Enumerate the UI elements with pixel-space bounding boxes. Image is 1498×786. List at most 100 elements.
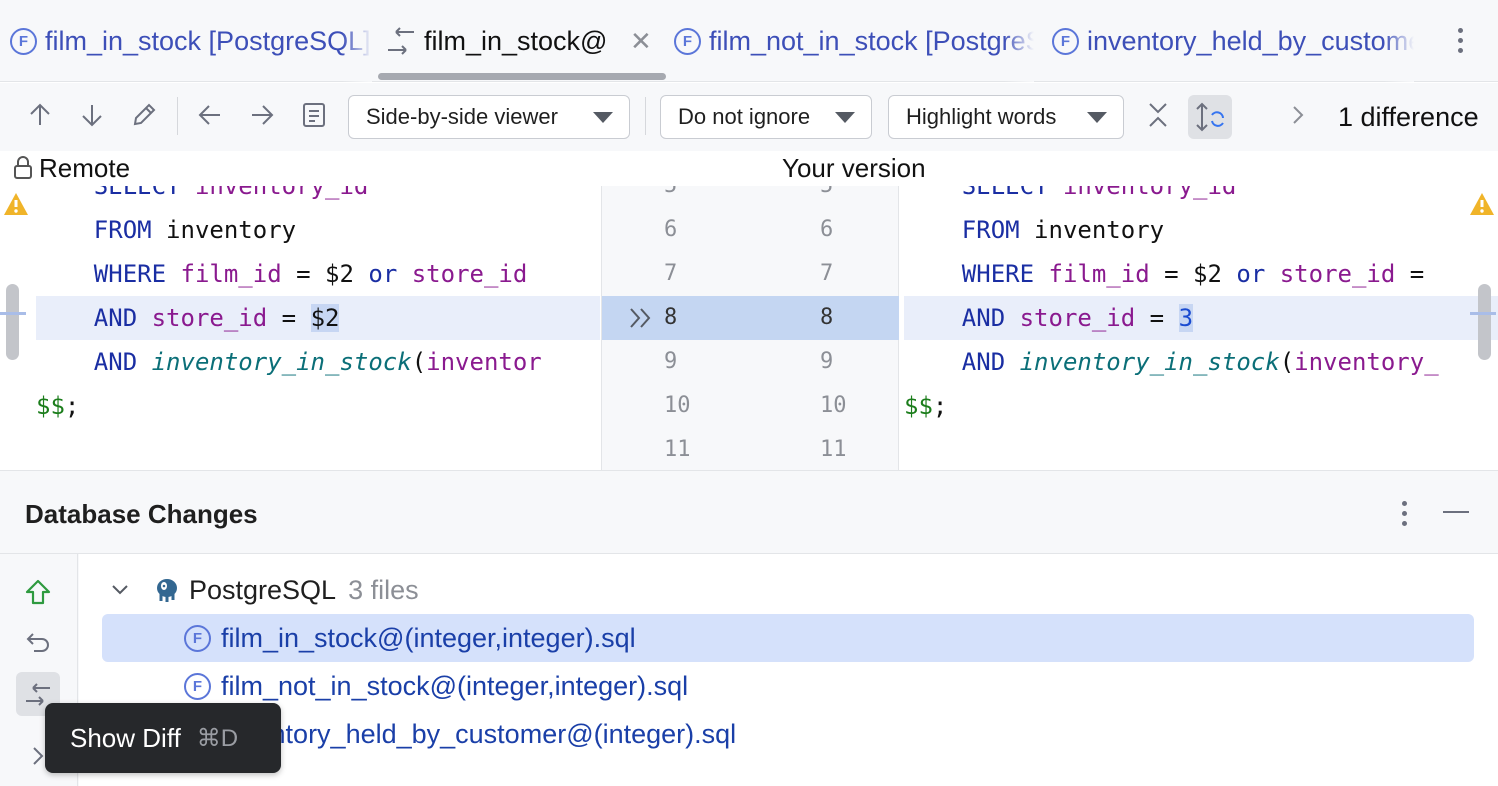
arrow-down-icon <box>82 105 102 127</box>
code-line: SELECT inventory_id <box>93 186 369 200</box>
whitespace-mode-value: Do not ignore <box>678 104 811 129</box>
right-code-editor[interactable]: SELECT inventory_id FROM inventory WHERE… <box>904 186 1498 470</box>
push-changes-button[interactable] <box>16 570 60 614</box>
arrow-left-icon <box>198 105 220 125</box>
code-line: FROM inventory <box>93 216 297 244</box>
right-change-marker <box>1470 312 1496 315</box>
changed-word: $2 <box>310 304 340 332</box>
code-line: FROM inventory <box>961 216 1165 244</box>
arrow-up-icon <box>30 103 50 125</box>
viewer-mode-select[interactable]: Side-by-side viewer <box>348 95 630 139</box>
active-tab-indicator <box>378 73 666 80</box>
tab-film-not-in-stock[interactable]: F film_not_in_stock [PostgreSQL] <box>674 0 1034 82</box>
code-line: SELECT inventory_id <box>961 186 1237 200</box>
file-name: inventory_held_by_customer@(integer).sql <box>221 718 737 749</box>
undo-icon <box>26 633 49 652</box>
file-name: film_not_in_stock@(integer,integer).sql <box>221 670 689 701</box>
next-change-button[interactable] <box>1280 95 1316 135</box>
changed-code-line: AND store_id = $2 <box>36 296 600 340</box>
document-list-icon <box>303 103 325 127</box>
expand-more-button[interactable] <box>16 734 60 778</box>
tab-film-in-stock-postgresql[interactable]: F film_in_stock [PostgreSQL] <box>10 0 372 82</box>
tab-label: film_in_stock@ <box>424 25 608 56</box>
show-diff-tooltip: Show Diff ⌘D <box>45 703 281 773</box>
left-scrollbar-thumb[interactable] <box>6 284 19 360</box>
panel-title: Database Changes <box>25 499 258 529</box>
diff-arrows-icon <box>388 27 414 55</box>
diff-arrows-icon <box>26 683 50 706</box>
tree-group-postgresql[interactable]: PostgreSQL 3 files <box>109 566 419 614</box>
tab-label: film_in_stock [PostgreSQL] <box>45 25 371 56</box>
tree-file-item[interactable]: F film_in_stock@(integer,integer).sql <box>102 614 1474 662</box>
tab-inventory-held-by-customer[interactable]: F inventory_held_by_customer <box>1052 0 1414 82</box>
warning-icon[interactable] <box>3 192 29 216</box>
tooltip-label: Show Diff <box>70 722 181 753</box>
chevron-down-icon[interactable] <box>109 579 131 601</box>
viewer-mode-value: Side-by-side viewer <box>366 104 558 129</box>
code-line: $$; <box>36 392 80 420</box>
tab-options-icon[interactable] <box>1456 28 1464 53</box>
function-icon: F <box>10 27 37 55</box>
lock-icon <box>14 156 32 179</box>
tooltip-shortcut: ⌘D <box>196 724 239 752</box>
edit-source-button[interactable] <box>126 95 162 135</box>
file-name: film_in_stock@(integer,integer).sql <box>221 622 636 653</box>
whitespace-mode-select[interactable]: Do not ignore <box>660 95 872 139</box>
code-line: $$; <box>904 392 948 420</box>
sync-scroll-toggle[interactable] <box>1188 95 1232 139</box>
code-line: AND inventory_in_stock(inventor <box>93 348 542 376</box>
function-icon: F <box>184 672 211 700</box>
difference-count: 1 difference <box>1338 102 1479 132</box>
right-scrollbar-thumb[interactable] <box>1478 284 1491 360</box>
compare-next-file-button[interactable] <box>244 95 280 135</box>
diff-toolbar: Side-by-side viewer Do not ignore Highli… <box>0 83 1498 151</box>
arrow-right-icon <box>252 105 274 125</box>
function-icon: F <box>674 27 701 55</box>
tab-film-in-stock-diff[interactable]: film_in_stock@ <box>384 0 624 82</box>
close-tab-icon[interactable]: ✕ <box>630 26 652 56</box>
function-icon: F <box>184 624 211 652</box>
tree-file-item[interactable]: F inventory_held_by_customer@(integer).s… <box>102 710 1474 758</box>
warning-icon[interactable] <box>1469 192 1495 216</box>
file-list-button[interactable] <box>296 95 332 135</box>
tab-label: inventory_held_by_customer <box>1087 25 1414 56</box>
revert-button[interactable] <box>16 620 60 664</box>
left-change-marker <box>0 312 26 315</box>
tree-file-item[interactable]: F film_not_in_stock@(integer,integer).sq… <box>102 662 1474 710</box>
chevron-right-icon <box>1293 106 1304 124</box>
code-line: WHERE film_id = $2 or store_id <box>93 260 528 288</box>
minimize-panel-icon[interactable] <box>1443 511 1469 513</box>
collapse-unchanged-button[interactable] <box>1140 95 1176 135</box>
highlight-mode-select[interactable]: Highlight words <box>888 95 1124 139</box>
left-side-title: Remote <box>12 150 130 186</box>
left-code-editor[interactable]: SELECT inventory_id FROM inventory WHERE… <box>36 186 600 470</box>
changed-code-line: AND store_id = 3 <box>904 296 1498 340</box>
panel-options-icon[interactable] <box>1400 501 1408 526</box>
apply-change-icon[interactable] <box>628 296 654 340</box>
function-icon: F <box>1052 27 1079 55</box>
sync-scroll-icon <box>1196 102 1224 132</box>
pencil-icon <box>133 103 156 126</box>
highlight-mode-value: Highlight words <box>906 104 1057 129</box>
code-line: WHERE film_id = $2 or store_id = <box>961 260 1425 288</box>
previous-difference-button[interactable] <box>22 95 58 135</box>
collapse-icon <box>1149 103 1167 127</box>
right-side-title: Your version <box>782 150 926 186</box>
code-line: AND inventory_in_stock(inventory_ <box>961 348 1439 376</box>
changed-word: 3 <box>1178 304 1194 332</box>
postgresql-elephant-icon <box>157 579 177 602</box>
group-file-count: 3 files <box>348 574 419 605</box>
group-name: PostgreSQL <box>189 574 337 605</box>
chevron-right-icon <box>33 747 44 765</box>
gutter-row: 55 <box>602 186 899 208</box>
next-difference-button[interactable] <box>74 95 110 135</box>
compare-previous-file-button[interactable] <box>192 95 228 135</box>
changes-tree: PostgreSQL 3 files F film_in_stock@(inte… <box>79 554 1498 786</box>
chevron-down-icon <box>593 112 613 123</box>
chevron-down-icon <box>835 112 855 123</box>
